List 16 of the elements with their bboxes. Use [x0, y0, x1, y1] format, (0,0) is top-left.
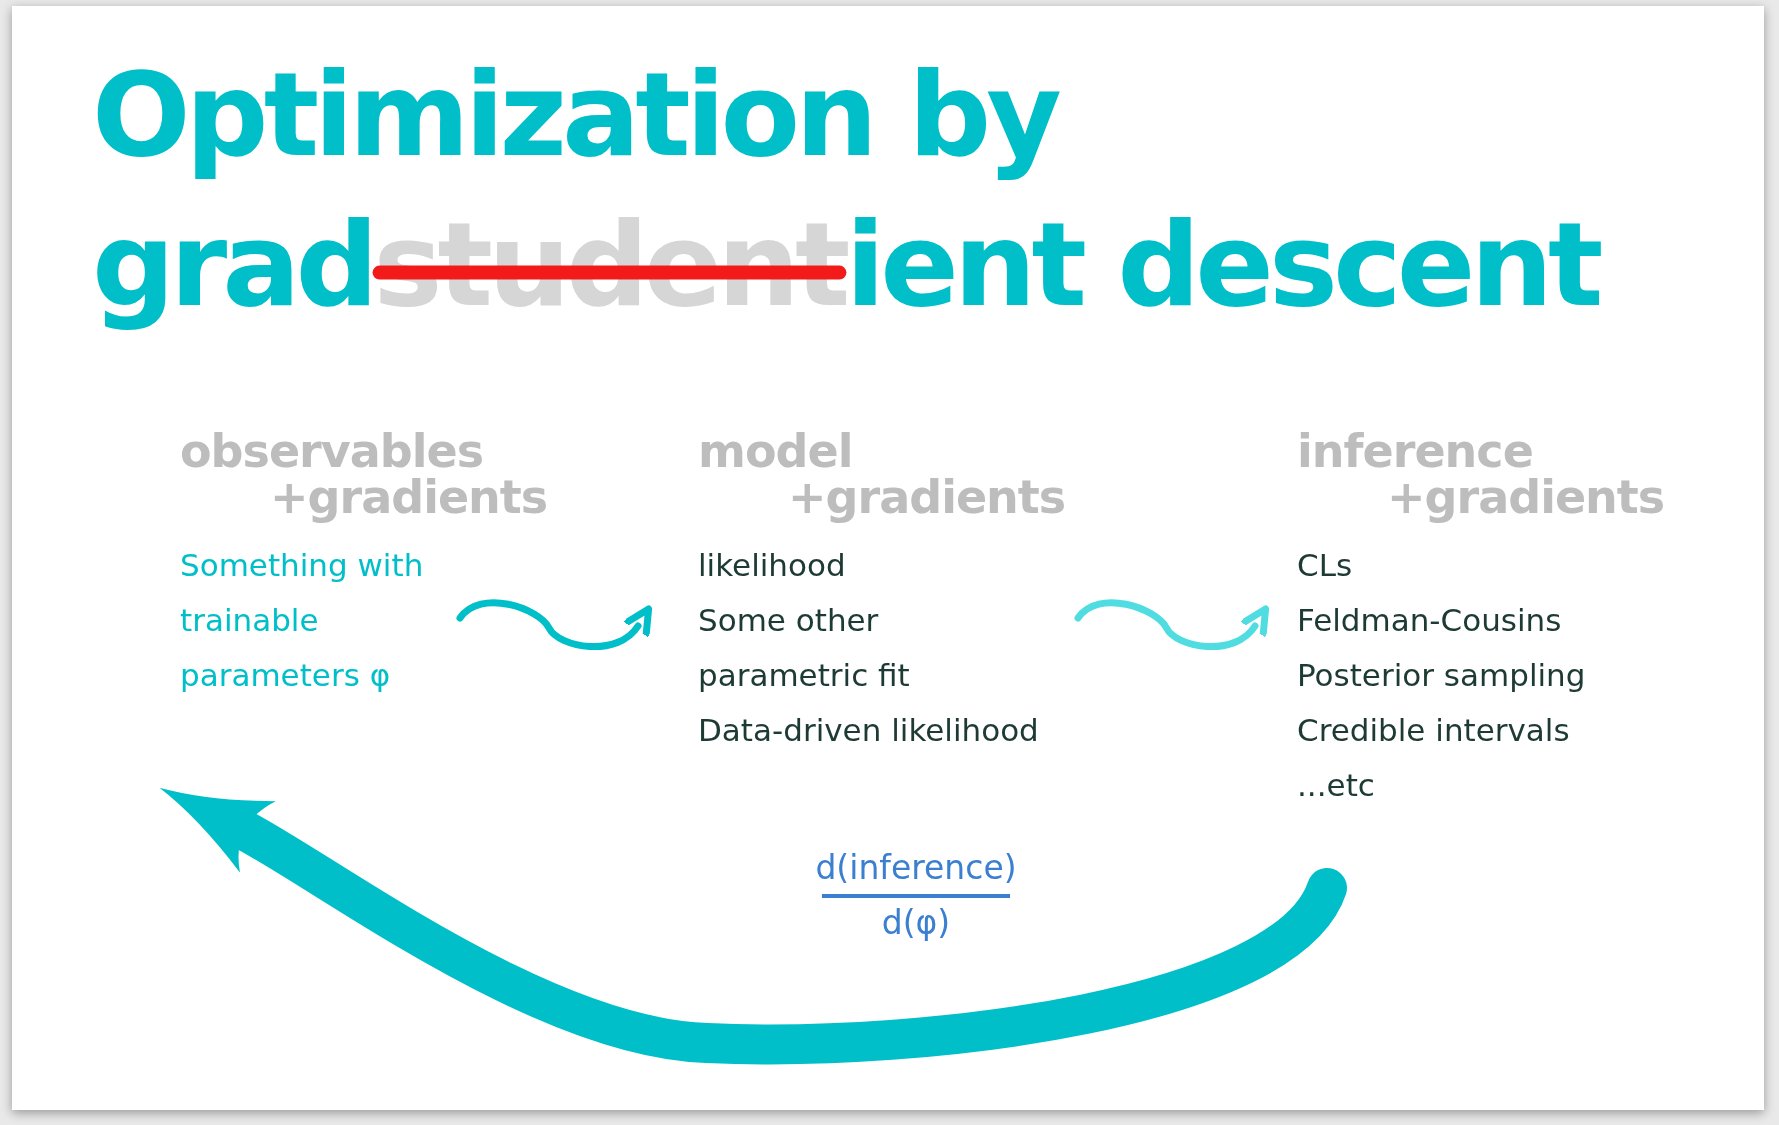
list-item: Data-driven likelihood: [698, 711, 1040, 750]
list-item: Something with trainable parameters φ: [180, 546, 425, 695]
squiggle-arrow: [1074, 599, 1272, 650]
title-text: ient descent: [845, 197, 1599, 332]
title-text: Optimization by: [92, 47, 1057, 182]
list-item: Credible intervals: [1297, 711, 1571, 750]
list-item: ...etc: [1297, 766, 1376, 805]
fraction-numerator: d(inference): [814, 848, 1018, 887]
list-item: likelihood: [698, 546, 847, 585]
list-item: Feldman-Cousins: [1297, 601, 1563, 640]
fraction-denominator: d(φ): [880, 903, 952, 942]
title-text: grad: [92, 197, 374, 332]
list-item: Some other parametric fit: [698, 601, 911, 695]
squiggle-arrow: [456, 599, 655, 650]
list-item: Posterior sampling: [1297, 656, 1587, 695]
list-item: CLs: [1297, 546, 1354, 585]
